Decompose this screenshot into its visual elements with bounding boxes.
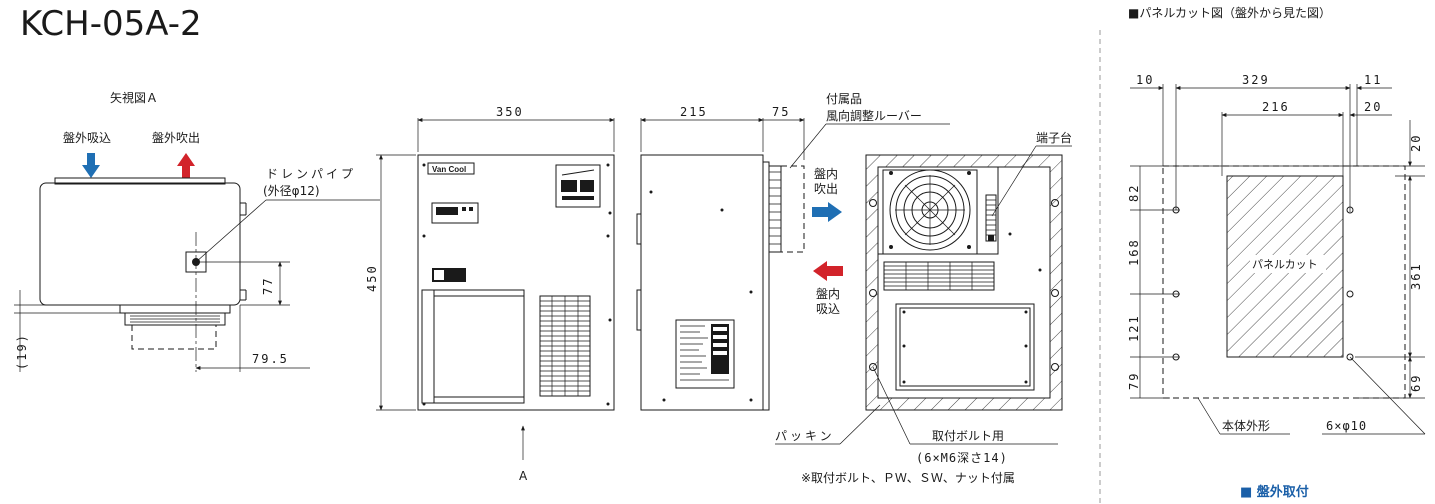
unit-body-outline <box>39 182 241 306</box>
inside-intake-label-1: 盤内 <box>816 287 840 301</box>
rear-view: 端子台 パッキン 取付ボルト用 (6×M6深さ14 <box>775 130 1072 485</box>
cut-dim-79: 79 <box>1127 372 1141 390</box>
logo-plate <box>555 164 601 208</box>
cut-dim-10: 10 <box>1136 73 1154 87</box>
view-a: 矢視図Ａ 盤外吸込 盤外吹出 ドレンパイプ (外径φ12) <box>14 90 380 372</box>
bolt-spec-label: (6×M6深さ14) <box>916 451 1008 465</box>
side-view: 215 75 付属品 風向調整ルーバー <box>636 92 950 411</box>
drain-pipe-dia-label: (外径φ12) <box>263 184 320 198</box>
holes-label: 6×φ10 <box>1326 419 1367 433</box>
controller-panel <box>431 202 479 224</box>
cut-dim-11: 11 <box>1364 73 1382 87</box>
bottom-flange <box>119 304 231 314</box>
mounting-bolt-label: 取付ボルト用 <box>932 429 1004 443</box>
front-panel <box>417 154 615 411</box>
airflow-labels: 盤内 吹出 盤内 吸込 <box>812 167 843 316</box>
rear-grille <box>883 261 995 291</box>
body-outline-label: 本体外形 <box>1222 419 1270 433</box>
spec-label <box>675 319 735 389</box>
dim-19: (19) <box>15 333 29 370</box>
cut-dim-361: 361 <box>1409 262 1423 290</box>
access-cover <box>895 303 1035 391</box>
packing-label: パッキン <box>775 429 835 443</box>
inside-exhaust-label-2: 吹出 <box>814 182 838 196</box>
panel-cut-holes <box>1172 206 1354 361</box>
dim-75: 75 <box>772 105 790 119</box>
drain-pipe-label: ドレンパイプ <box>266 167 356 181</box>
brand-label-box <box>427 162 475 175</box>
bolt-note: ※取付ボルト、ＰＷ、ＳＷ、ナット付属 <box>801 471 1015 485</box>
dim-77: 77 <box>261 277 275 295</box>
cut-dim-20-right: 20 <box>1364 100 1382 114</box>
dim-450: 450 <box>365 264 379 292</box>
louver-label: 風向調整ルーバー <box>826 108 922 123</box>
controller-display <box>436 207 458 215</box>
side-panel <box>640 154 764 411</box>
cut-dim-69: 69 <box>1409 374 1423 392</box>
inside-intake-label-2: 吸込 <box>816 302 840 316</box>
view-a-title: 矢視図Ａ <box>110 90 158 105</box>
brand-label: Van Cool <box>432 165 466 174</box>
exhaust-arrow-icon <box>177 153 195 178</box>
fan-icon <box>889 169 971 251</box>
panel-cut-heading: ■パネルカット図（盤外から見た図） <box>1128 6 1331 20</box>
cut-dim-82: 82 <box>1127 184 1141 202</box>
inside-exhaust-label-1: 盤内 <box>814 167 838 181</box>
cut-dim-216: 216 <box>1262 100 1290 114</box>
inside-intake-arrow-icon <box>813 261 843 281</box>
mounting-flange <box>762 161 770 411</box>
accessory-label: 付属品 <box>826 92 862 106</box>
top-rail <box>54 177 226 185</box>
front-view: 350 450 Van Cool <box>365 105 615 483</box>
cut-dim-20: 20 <box>1409 134 1423 152</box>
arrow-a-label: A <box>519 469 528 483</box>
dim-350: 350 <box>496 105 524 119</box>
panel-cut-drawing: ■パネルカット図（盤外から見た図） 10 329 11 216 20 82 1 <box>1127 6 1426 500</box>
front-grille <box>539 295 591 397</box>
filter-cover <box>421 289 525 404</box>
cut-dim-329: 329 <box>1242 73 1270 87</box>
rear-outline <box>865 154 1063 411</box>
terminal-block <box>985 194 997 242</box>
intake-outside-label: 盤外吸込 <box>63 131 111 145</box>
mount-type-label: ■ 盤外取付 <box>1240 484 1309 500</box>
dim-215: 215 <box>680 105 708 119</box>
drain-clearance <box>131 324 217 350</box>
cut-dim-168: 168 <box>1127 238 1141 266</box>
exhaust-outside-label: 盤外吹出 <box>152 131 200 145</box>
mounting-holes <box>869 199 1059 371</box>
louver <box>768 165 805 253</box>
dim-79-5: 79.5 <box>252 352 289 366</box>
inside-exhaust-arrow-icon <box>812 202 842 222</box>
page-title: KCH-05A-2 <box>20 4 202 44</box>
panel-cut-label: パネルカット <box>1252 258 1318 271</box>
intake-arrow-icon <box>82 153 100 178</box>
cut-dim-121: 121 <box>1127 314 1141 342</box>
terminal-block-label: 端子台 <box>1036 130 1072 145</box>
